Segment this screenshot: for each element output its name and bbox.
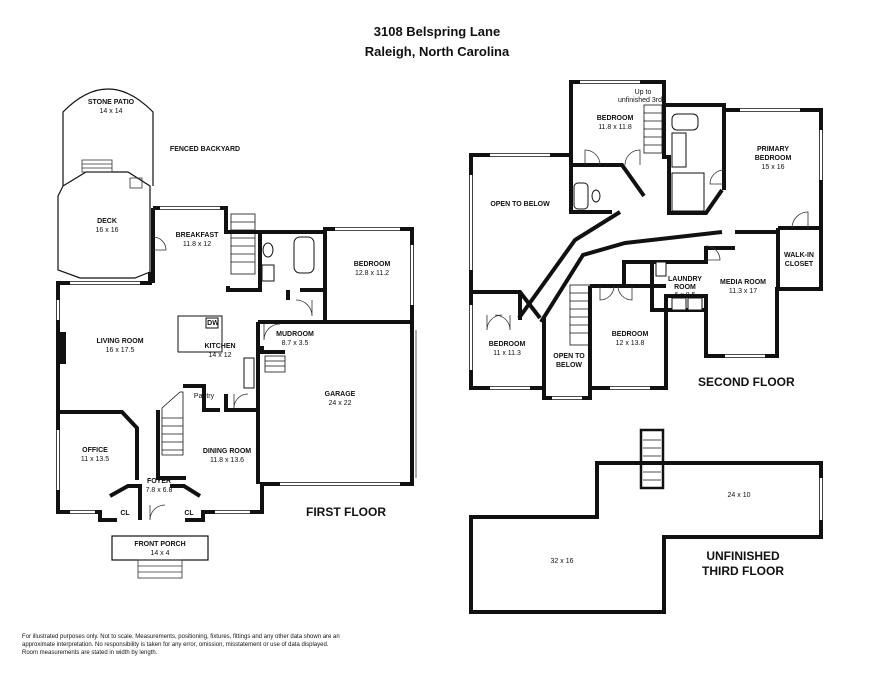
disclaimer-line-3: Room measurements are stated in width by… — [22, 650, 158, 656]
laundry-sink-icon — [655, 261, 667, 277]
third-floor-area-left-dims: 32 x 16 — [551, 558, 574, 565]
up-to-third-line-2: unfinished 3rd — [618, 97, 662, 104]
first-floor-title: FIRST FLOOR — [306, 505, 386, 519]
first-floor-exterior-walls — [56, 206, 414, 522]
third-floor-title-line-1: UNFINISHED — [706, 549, 780, 563]
stone-patio-dims: 14 x 14 — [100, 108, 123, 115]
foyer-dims: 7.8 x 6.8 — [146, 487, 173, 494]
bathtub-icon-2 — [573, 182, 589, 210]
disclaimer-line-1: For illustrated purposes only. Not to sc… — [22, 634, 340, 640]
bedroom-first-dims: 12.8 x 11.2 — [355, 270, 389, 277]
primary-bathtub-icon — [671, 113, 699, 131]
up-to-third-line-1: Up to — [635, 89, 652, 96]
breakfast-stairs — [230, 213, 256, 275]
second-floor-stairs — [569, 104, 663, 346]
laundry-room-line-1: LAUNDRY — [668, 276, 702, 283]
garage-dims: 24 x 22 — [329, 400, 352, 407]
dining-room-dims: 11.8 x 13.6 — [210, 457, 244, 464]
mudroom-label: MUDROOM — [276, 331, 314, 338]
fireplace-icon — [58, 332, 66, 364]
address-line-1: 3108 Belspring Lane — [374, 24, 500, 39]
bedroom-left-dims: 11 x 11.3 — [493, 350, 521, 357]
bedroom-mid-label: BEDROOM — [612, 331, 649, 338]
mudroom-dims: 8.7 x 3.5 — [282, 340, 309, 347]
walk-in-closet-line-2: CLOSET — [785, 261, 814, 268]
bedroom-first-label: BEDROOM — [354, 261, 391, 268]
disclaimer-line-2: approximate interpretation. No responsib… — [22, 642, 329, 648]
third-floor-plan: 24 x 10 32 x 16 UNFINISHED THIRD FLOOR — [469, 428, 823, 614]
kitchen-label: KITCHEN — [204, 343, 235, 350]
laundry-room-dims: 6 x 8.5 — [674, 292, 695, 299]
first-floor-interior-walls — [58, 232, 327, 520]
bathtub-icon — [293, 236, 315, 274]
bedroom-left-label: BEDROOM — [489, 341, 526, 348]
primary-bedroom-line-2: BEDROOM — [755, 155, 792, 162]
living-room-label: LIVING ROOM — [96, 338, 143, 345]
third-floor-stairs — [639, 428, 665, 490]
second-floor-interior-walls — [471, 105, 821, 388]
door-swings-first-floor — [149, 236, 313, 521]
deck-dims: 16 x 16 — [96, 227, 119, 234]
deck-label: DECK — [97, 218, 117, 225]
closet-right-label: CL — [184, 510, 194, 517]
media-room-dims: 11.3 x 17 — [729, 288, 757, 295]
open-to-below-bottom-line-2: BELOW — [556, 362, 582, 369]
third-floor-title-line-2: THIRD FLOOR — [702, 564, 784, 578]
deck-steps — [81, 159, 143, 189]
bedroom-top-dims: 11.8 x 11.8 — [598, 124, 632, 131]
door-swings-second-floor — [486, 149, 809, 331]
front-porch-dims: 14 x 4 — [150, 550, 169, 557]
sink-icon — [261, 264, 275, 282]
second-floor-plan: Up to unfinished 3rd BEDROOM 11.8 x 11.8… — [469, 80, 823, 400]
office-dims: 11 x 13.5 — [81, 456, 109, 463]
dryer-icon — [687, 297, 703, 311]
front-porch-label: FRONT PORCH — [134, 541, 185, 548]
primary-bedroom-line-1: PRIMARY — [757, 146, 789, 153]
office-label: OFFICE — [82, 447, 108, 454]
address-line-2: Raleigh, North Carolina — [365, 44, 510, 59]
media-room-label: MEDIA ROOM — [720, 279, 766, 286]
toilet-icon-2 — [591, 189, 601, 203]
garage-label: GARAGE — [325, 391, 356, 398]
stone-patio-label: STONE PATIO — [88, 99, 135, 106]
first-floor-windows — [56, 206, 414, 514]
living-room-dims: 16 x 17.5 — [106, 347, 135, 354]
foyer-stairs — [161, 391, 184, 456]
pantry-label: Pantry — [194, 393, 215, 400]
closet-left-label: CL — [120, 510, 130, 517]
fenced-backyard-label: FENCED BACKYARD — [170, 146, 240, 153]
porch-steps — [137, 559, 183, 579]
laundry-room-line-2: ROOM — [674, 284, 696, 291]
walk-in-closet-line-1: WALK-IN — [784, 252, 814, 259]
dining-room-label: DINING ROOM — [203, 448, 251, 455]
range-icon — [243, 357, 255, 389]
kitchen-dims: 14 x 12 — [209, 352, 232, 359]
dw-label: DW — [207, 320, 219, 327]
third-floor-walls — [469, 461, 823, 614]
hall-railing-left — [517, 210, 622, 320]
primary-vanity-icon — [671, 132, 687, 168]
dishwasher-icon — [205, 317, 219, 329]
toilet-icon — [262, 242, 274, 258]
open-to-below-top-label: OPEN TO BELOW — [490, 201, 550, 208]
breakfast-label: BREAKFAST — [176, 232, 220, 239]
breakfast-dims: 11.8 x 12 — [183, 241, 211, 248]
primary-shower-icon — [671, 172, 705, 212]
bedroom-mid-dims: 12 x 13.8 — [616, 340, 645, 347]
second-floor-title: SECOND FLOOR — [698, 375, 795, 389]
open-to-below-bottom-line-1: OPEN TO — [553, 353, 585, 360]
foyer-label: FOYER — [147, 478, 171, 485]
hall-railing-right — [539, 230, 723, 324]
second-floor-windows — [469, 80, 823, 400]
stone-patio-outline — [62, 88, 154, 186]
third-floor-area-right-dims: 24 x 10 — [728, 492, 751, 499]
bedroom-top-label: BEDROOM — [597, 115, 634, 122]
primary-bedroom-dims: 15 x 16 — [762, 164, 785, 171]
washer-icon — [671, 297, 687, 311]
first-floor-plan: STONE PATIO 14 x 14 FENCED BACKYARD DECK… — [56, 88, 417, 579]
mudroom-steps — [264, 355, 286, 373]
